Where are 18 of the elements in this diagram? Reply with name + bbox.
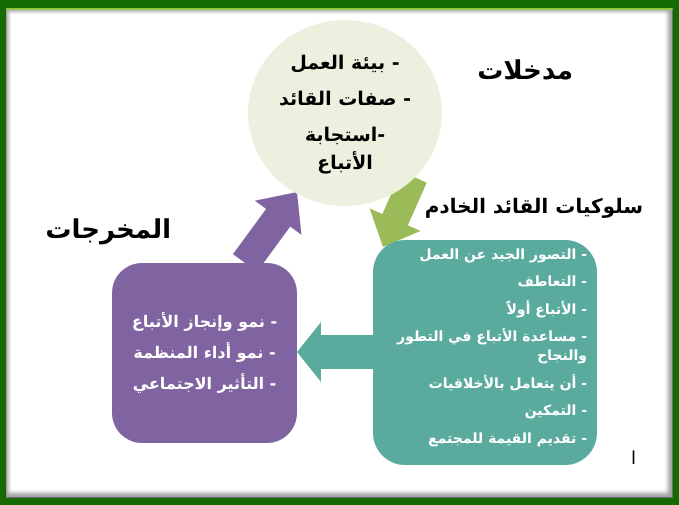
list-item: - نمو أداء المنظمة [132, 342, 277, 364]
block-arrow [297, 322, 373, 382]
list-item: - التعاطف [516, 273, 587, 292]
list-item: - مساعدة الأتباع في التطور والنجاح [395, 328, 587, 366]
list-item: - التأثير الاجتماعي [132, 373, 278, 395]
stray-letter: ا [631, 448, 636, 469]
heading: سلوكيات القائد الخادم [424, 194, 643, 218]
heading: المخرجات [45, 215, 171, 245]
list-item: - صفات القائد [279, 87, 411, 112]
list-item: - بيئة العمل [289, 51, 401, 76]
list-item: - نمو وإنجاز الأتباع [130, 311, 278, 333]
list-item: - تقديم القيمة للمجتمع [427, 430, 587, 448]
list-item: - أن يتعامل بالأخلاقيات [428, 374, 587, 394]
list-item: - التصور الجيد عن العمل [418, 246, 587, 264]
heading: مدخلات [477, 56, 573, 86]
list-item: - الأتباع أولاً [505, 300, 587, 320]
list-item: -استجابة الأتباع [304, 123, 386, 176]
list-item: - التمكين [524, 402, 587, 421]
